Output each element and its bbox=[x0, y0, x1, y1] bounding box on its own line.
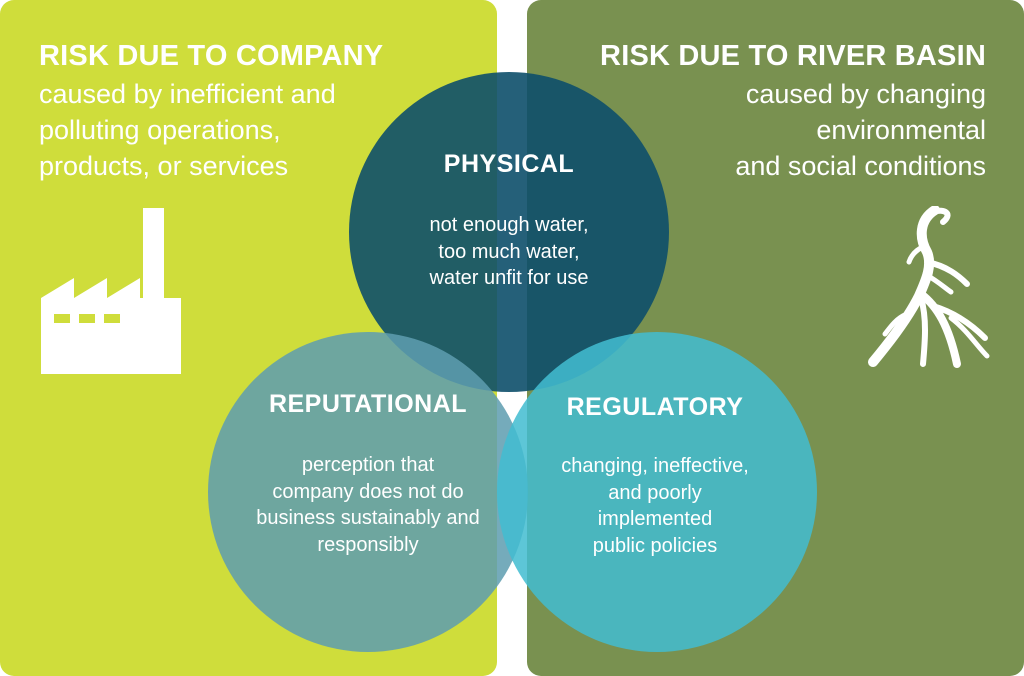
river-basin-risk-subtitle: caused by changing environmental and soc… bbox=[735, 79, 986, 181]
physical-description: not enough water, too much water, water … bbox=[429, 214, 589, 289]
regulatory-description: changing, ineffective, and poorly implem… bbox=[561, 455, 749, 557]
regulatory-label: REGULATORY changing, ineffective, and po… bbox=[505, 393, 805, 559]
regulatory-title: REGULATORY bbox=[566, 393, 744, 421]
factory-icon bbox=[41, 208, 181, 374]
physical-circle bbox=[349, 72, 669, 392]
reputational-label: REPUTATIONAL perception that company doe… bbox=[218, 390, 518, 558]
reputational-circle bbox=[208, 332, 528, 652]
river-basin-icon bbox=[868, 206, 990, 368]
company-risk-subtitle: caused by inefficient and polluting oper… bbox=[39, 79, 336, 181]
physical-label: PHYSICAL not enough water, too much wate… bbox=[359, 150, 659, 292]
physical-title: PHYSICAL bbox=[443, 150, 575, 178]
reputational-title: REPUTATIONAL bbox=[268, 390, 468, 418]
river-basin-risk-title: RISK DUE TO RIVER BASIN bbox=[600, 40, 986, 72]
regulatory-circle bbox=[497, 332, 817, 652]
reputational-description: perception that company does not do busi… bbox=[256, 454, 480, 556]
company-risk-title: RISK DUE TO COMPANY bbox=[39, 40, 384, 72]
